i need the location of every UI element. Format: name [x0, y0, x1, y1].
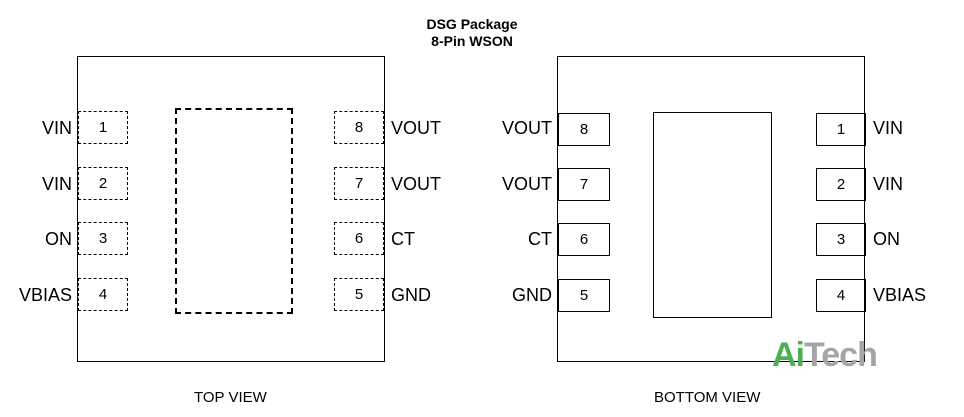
bottom-left-pin-pad-6: 6	[558, 223, 610, 256]
watermark-part1: Ai	[772, 336, 805, 374]
top-right-pin-pad-5: 5	[334, 278, 384, 311]
top-left-pin-label: VBIAS	[18, 285, 72, 305]
bottom-right-pin-pad-2: 2	[816, 168, 866, 201]
top-view-package-outline: 1 2 3 4 8 7 6 5	[77, 56, 385, 362]
bottom-left-pin-label: VOUT	[501, 174, 552, 194]
package-subtitle: 8-Pin WSON	[431, 33, 513, 49]
top-right-pin-label: VOUT	[391, 118, 442, 138]
bottom-left-pin-label: GND	[512, 285, 552, 305]
top-right-pin-label: GND	[391, 285, 431, 305]
top-right-pin-pad-8: 8	[334, 111, 384, 144]
top-view-caption: TOP VIEW	[194, 389, 267, 406]
top-view-thermal-pad	[175, 108, 293, 314]
bottom-view-package-outline: 8 7 6 5 1 2 3 4	[557, 56, 866, 362]
top-left-pin-pad-1: 1	[78, 111, 128, 144]
bottom-right-pin-label: VIN	[873, 118, 904, 138]
top-right-pin-label: CT	[391, 229, 415, 249]
bottom-view-thermal-pad	[653, 112, 772, 318]
bottom-left-pin-label: VOUT	[501, 118, 552, 138]
top-right-pin-pad-7: 7	[334, 167, 384, 200]
top-left-pin-label: ON	[45, 229, 72, 249]
bottom-left-pin-pad-5: 5	[558, 279, 610, 312]
bottom-left-pin-label: CT	[528, 229, 552, 249]
aitech-watermark-logo: AiTech	[772, 336, 878, 375]
bottom-right-pin-pad-3: 3	[816, 223, 866, 256]
bottom-view-caption: BOTTOM VIEW	[654, 389, 761, 406]
bottom-right-pin-label: ON	[873, 229, 900, 249]
top-left-pin-pad-2: 2	[78, 167, 128, 200]
bottom-right-pin-label: VBIAS	[873, 285, 927, 305]
bottom-right-pin-pad-1: 1	[816, 113, 866, 146]
bottom-right-pin-label: VIN	[873, 174, 904, 194]
top-left-pin-pad-4: 4	[78, 278, 128, 311]
top-right-pin-label: VOUT	[391, 174, 442, 194]
watermark-part2: Tech	[804, 336, 878, 374]
bottom-right-pin-pad-4: 4	[816, 279, 866, 312]
top-left-pin-pad-3: 3	[78, 222, 128, 255]
top-left-pin-label: VIN	[41, 118, 72, 138]
top-right-pin-pad-6: 6	[334, 222, 384, 255]
bottom-left-pin-pad-8: 8	[558, 113, 610, 146]
top-left-pin-label: VIN	[41, 174, 72, 194]
bottom-left-pin-pad-7: 7	[558, 168, 610, 201]
package-title: DSG Package	[426, 16, 518, 32]
